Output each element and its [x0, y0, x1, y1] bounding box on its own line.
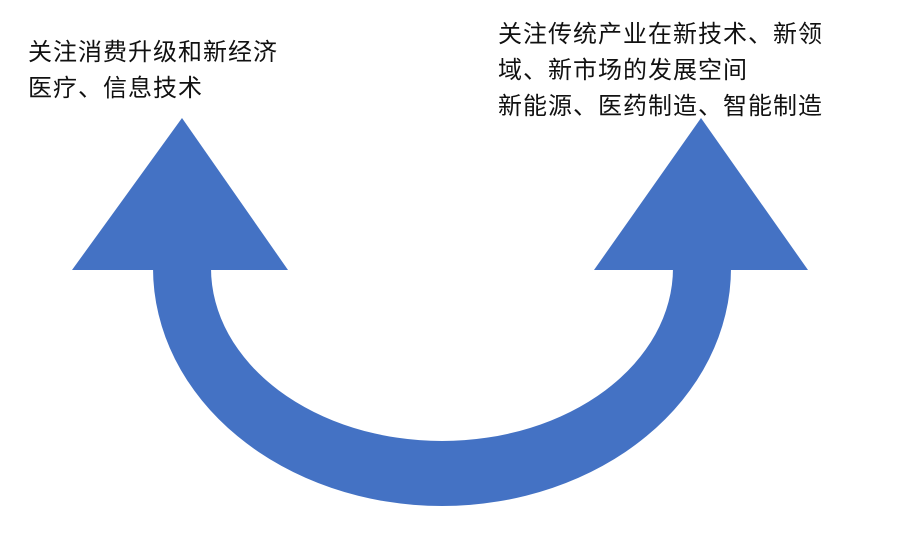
right-label-line-1: 关注传统产业在新技术、新领: [498, 20, 823, 48]
right-arrowhead: [594, 118, 808, 270]
left-label-line-2: 医疗、信息技术: [28, 74, 203, 102]
right-label: 关注传统产业在新技术、新领 域、新市场的发展空间 新能源、医药制造、智能制造: [498, 16, 823, 124]
right-label-line-3: 新能源、医药制造、智能制造: [498, 92, 823, 120]
right-label-line-2: 域、新市场的发展空间: [498, 56, 748, 84]
left-label-line-1: 关注消费升级和新经济: [28, 38, 278, 66]
left-arrowhead: [72, 118, 288, 270]
arrow-band: [153, 268, 731, 506]
left-label: 关注消费升级和新经济 医疗、信息技术: [28, 34, 278, 106]
